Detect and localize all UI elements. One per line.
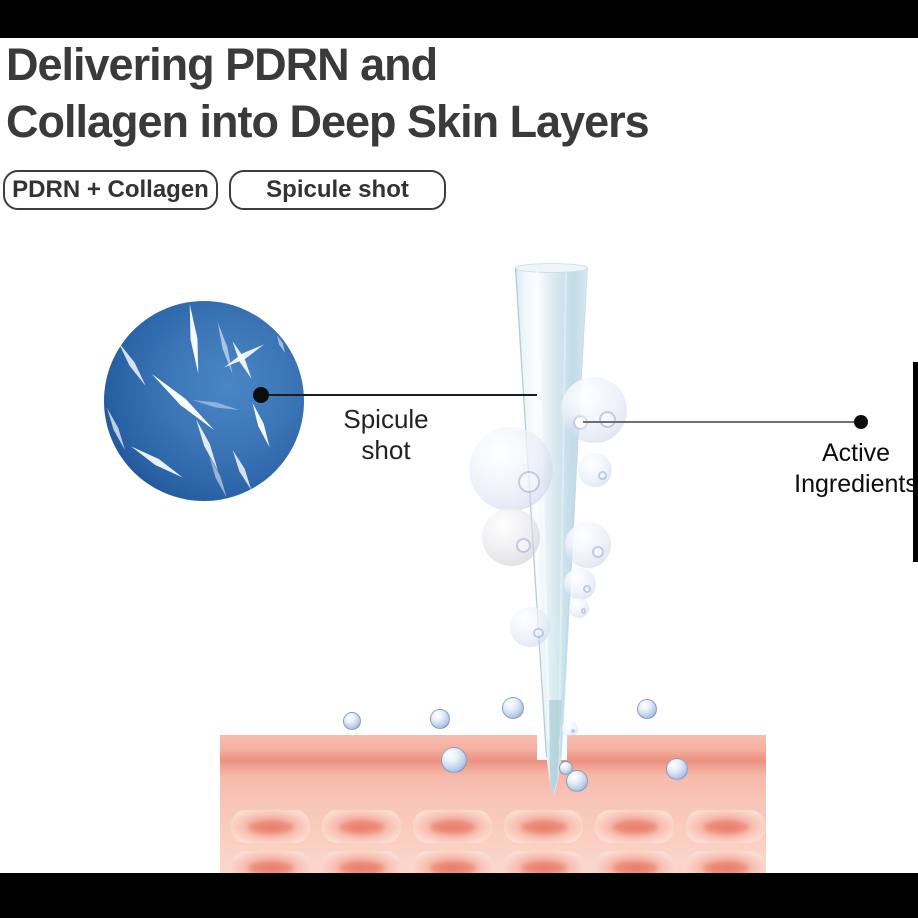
ingredient-droplet [566, 770, 588, 792]
ingredient-bubble [564, 568, 596, 600]
spicule-needle [209, 456, 227, 498]
skin-cell-nucleus [338, 860, 385, 875]
spicule-needle [118, 341, 146, 387]
ingredient-droplet [441, 747, 467, 773]
spicule-needle [189, 304, 199, 374]
ingredient-bubble [569, 598, 589, 618]
spicule-needle [224, 344, 264, 368]
skin-cell-nucleus [429, 819, 476, 834]
ingredient-bubble [561, 377, 627, 443]
ingredient-droplet [502, 697, 524, 719]
spicule-needle [276, 334, 286, 354]
needle-tip [549, 700, 562, 796]
active-leader-dot [854, 415, 868, 429]
spicule-needle [131, 446, 183, 478]
spicule-needle [107, 407, 125, 451]
skin-cell-nucleus [429, 860, 476, 875]
spicule-needle [232, 450, 252, 490]
ingredient-droplet [343, 712, 361, 730]
active-anchor-dot [575, 417, 586, 428]
skin-cell-nucleus [338, 819, 385, 834]
spicule-leader-dot [253, 387, 269, 403]
right-letterbox-strip [913, 362, 918, 562]
spicule-needle [252, 402, 270, 448]
spicule-magnifier-circle [104, 301, 304, 501]
bottom-letterbox-bar [0, 873, 918, 918]
tag-spicule-shot[interactable]: Spicule shot [229, 170, 446, 210]
skin-cell [595, 810, 674, 843]
spicule-needle [232, 341, 252, 379]
title-line-1: Delivering PDRN and [6, 39, 438, 90]
spicule-needle [217, 322, 233, 374]
skin-cell [231, 810, 310, 843]
skin-cell [504, 810, 583, 843]
ingredient-bubble [565, 522, 611, 568]
magnifier-circle-bg [104, 301, 304, 501]
skin-cell-nucleus [611, 860, 658, 875]
ingredient-bubble [469, 427, 553, 511]
needle-left-edge [514, 267, 548, 758]
skin-cell [322, 810, 401, 843]
skin-cell-nucleus [247, 819, 294, 834]
ingredient-bubble [482, 508, 540, 566]
active-label-line-2: Ingredients [794, 470, 918, 498]
title-line-2: Collagen into Deep Skin Layers [6, 96, 650, 147]
ingredient-bubble [510, 607, 550, 647]
tag-pdrn-collagen-label: PDRN + Collagen [12, 176, 209, 203]
skin-cell [686, 810, 765, 843]
active-leader-line [583, 421, 858, 423]
needle-top-cap [515, 263, 588, 273]
skin-cell-nucleus [702, 860, 749, 875]
ingredient-droplet [666, 758, 688, 780]
spicule-needle [151, 373, 215, 431]
active-label-line-1: Active [821, 439, 891, 467]
skin-cell-nucleus [247, 860, 294, 875]
skin-cell-nucleus [520, 819, 567, 834]
skin-cell [413, 810, 492, 843]
ingredient-droplet [637, 699, 657, 719]
spicule-leader-line [261, 394, 537, 396]
tag-spicule-shot-label: Spicule shot [266, 176, 409, 203]
top-letterbox-bar [0, 0, 918, 38]
skin-cell-nucleus [702, 819, 749, 834]
spicule-needles-group [107, 304, 286, 498]
spicule-needle [196, 419, 218, 471]
page-title: Delivering PDRN and Collagen into Deep S… [6, 36, 650, 150]
needle-highlight-streak [535, 269, 551, 741]
tag-pdrn-collagen[interactable]: PDRN + Collagen [3, 170, 218, 210]
ingredient-droplet [430, 709, 450, 729]
skin-cell-nucleus [611, 819, 658, 834]
needle-highlight-streak-2 [558, 269, 567, 746]
ingredient-droplet [559, 761, 573, 775]
active-ingredients-label: Active Ingredients [776, 438, 918, 500]
ingredient-bubble [562, 721, 578, 737]
spicule-needle [192, 400, 240, 410]
ingredient-bubble [578, 453, 612, 487]
needle-right-edge [559, 267, 588, 758]
spicule-shot-label: Spicule shot [343, 404, 429, 465]
skin-cell-nucleus [520, 860, 567, 875]
